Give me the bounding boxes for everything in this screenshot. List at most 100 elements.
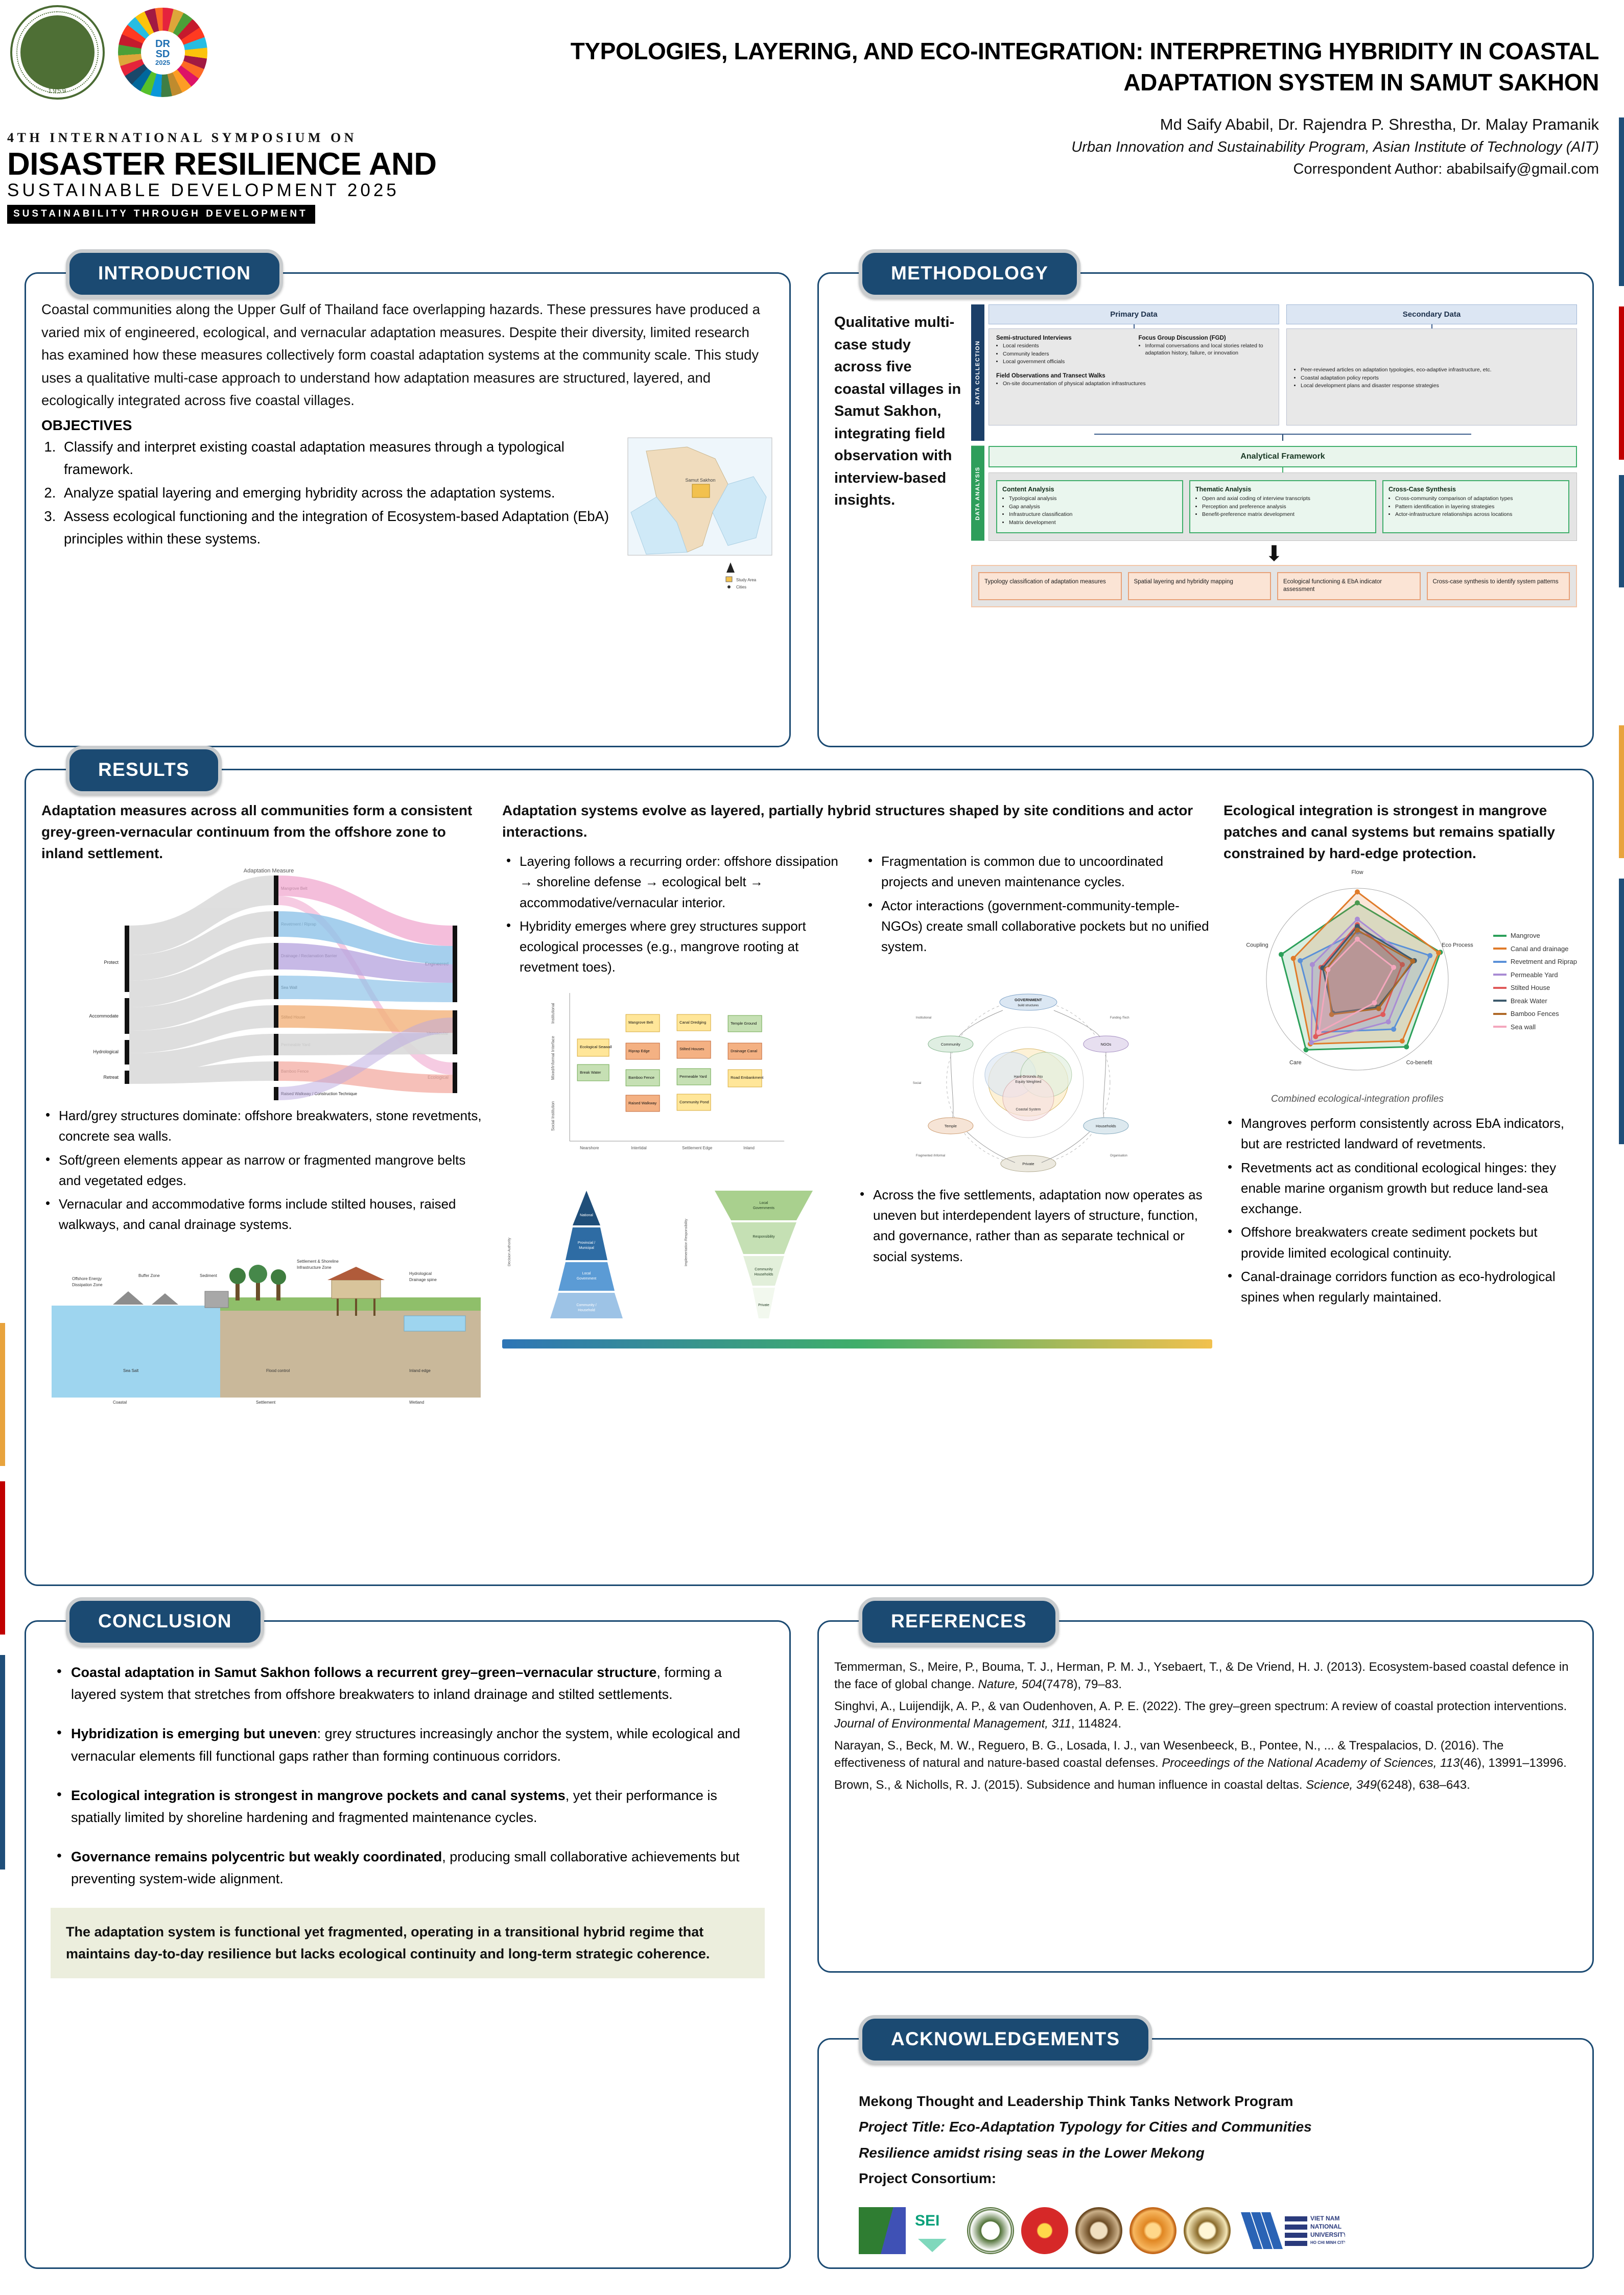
radar-axis-label: Eco Process bbox=[1442, 942, 1473, 948]
reference-text: Temmerman, S., Meire, P., Bouma, T. J., … bbox=[834, 1660, 1569, 1692]
radar-data-point bbox=[1290, 956, 1296, 961]
results-column-2: Adaptation systems evolve as layered, pa… bbox=[502, 800, 1212, 1410]
analysis-card-item: Perception and preference analysis bbox=[1202, 504, 1370, 511]
svg-text:Riprap Edge: Riprap Edge bbox=[628, 1049, 650, 1053]
ack-project-title-line2: Resilience amidst rising seas in the Low… bbox=[859, 2144, 1205, 2161]
radar-data-point bbox=[1354, 924, 1360, 929]
radar-data-point bbox=[1354, 900, 1360, 906]
svg-text:Infrastructure Zone: Infrastructure Zone bbox=[297, 1265, 332, 1270]
svg-text:Dissipation Zone: Dissipation Zone bbox=[72, 1283, 103, 1287]
radar-data-point bbox=[1329, 1012, 1334, 1018]
analysis-card-heading: Thematic Analysis bbox=[1195, 486, 1252, 493]
svg-text:Implementation Responsibility: Implementation Responsibility bbox=[685, 1218, 688, 1266]
output-card: Typology classification of adaptation me… bbox=[978, 572, 1122, 600]
svg-text:build structures: build structures bbox=[1018, 1004, 1039, 1007]
svg-text:Intertidal: Intertidal bbox=[631, 1146, 647, 1150]
edge-accent-strip bbox=[0, 1323, 5, 1466]
sei-network-logo-icon bbox=[859, 2207, 906, 2254]
conclusion-bullet-rest: , producing small collaborative achievem… bbox=[71, 1849, 740, 1887]
radar-data-point bbox=[1380, 1012, 1386, 1018]
radar-legend-item: Sea wall bbox=[1493, 1022, 1577, 1032]
results-tab: RESULTS bbox=[66, 746, 222, 795]
conclusion-highlight-box: The adaptation system is functional yet … bbox=[51, 1907, 765, 1978]
svg-text:Households: Households bbox=[1096, 1124, 1116, 1128]
svg-text:Household: Household bbox=[578, 1309, 595, 1312]
analysis-card-item: Pattern identification in layering strat… bbox=[1395, 504, 1563, 511]
legend-label: Permeable Yard bbox=[1510, 971, 1558, 979]
ack-program: Mekong Thought and Leadership Think Tank… bbox=[859, 2093, 1293, 2109]
drsd-sdg-wheel-icon: DR SD 2025 bbox=[118, 8, 207, 97]
primary-group-item: Informal conversations and local stories… bbox=[1145, 343, 1272, 357]
svg-text:Mangrove Belt: Mangrove Belt bbox=[628, 1020, 653, 1025]
radar-legend-item: Stilted House bbox=[1493, 983, 1577, 993]
references-panel: REFERENCES Temmerman, S., Meire, P., Bou… bbox=[817, 1597, 1594, 1973]
svg-text:Coastal: Coastal bbox=[113, 1400, 127, 1405]
svg-text:National: National bbox=[580, 1214, 593, 1217]
radar-axis-label: Care bbox=[1289, 1060, 1302, 1066]
svg-text:Break Water: Break Water bbox=[580, 1070, 601, 1075]
svg-text:Institutional: Institutional bbox=[551, 1003, 555, 1024]
svg-text:Mixed/Informal Interface: Mixed/Informal Interface bbox=[551, 1035, 555, 1079]
radar-data-point bbox=[1354, 936, 1360, 942]
primary-group-heading: Field Observations and Transect Walks bbox=[996, 372, 1105, 379]
symposium-line2: DISASTER RESILIENCE AND bbox=[7, 147, 437, 182]
radar-data-point bbox=[1308, 1039, 1314, 1045]
symposium-line1: 4TH INTERNATIONAL SYMPOSIUM ON bbox=[7, 130, 357, 145]
analysis-card-item: Open and axial coding of interview trans… bbox=[1202, 495, 1370, 503]
svg-text:Raised Walkway: Raised Walkway bbox=[628, 1101, 656, 1105]
svg-text:Stilted Houses: Stilted Houses bbox=[679, 1047, 704, 1051]
svg-text:Inland edge: Inland edge bbox=[409, 1368, 431, 1373]
radar-data-point bbox=[1325, 967, 1331, 973]
legend-swatch bbox=[1493, 1000, 1507, 1002]
svg-text:Settlement & Shoreline: Settlement & Shoreline bbox=[297, 1259, 339, 1264]
svg-text:Funding /Tech: Funding /Tech bbox=[1110, 1016, 1129, 1020]
radar-axis-label: Flow bbox=[1351, 869, 1363, 876]
svg-text:Temple: Temple bbox=[945, 1124, 957, 1128]
svg-text:Ecological Seawall: Ecological Seawall bbox=[580, 1045, 612, 1049]
results-col1-bullets: Hard/grey structures dominate: offshore … bbox=[41, 1104, 491, 1235]
conclusion-bullet: Ecological integration is strongest in m… bbox=[51, 1783, 765, 1829]
conclusion-bullet: Hybridization is emerging but uneven: gr… bbox=[51, 1721, 765, 1767]
objective-item: Analyze spatial layering and emerging hy… bbox=[60, 482, 619, 504]
radar-legend-item: Bamboo Fences bbox=[1493, 1009, 1577, 1019]
sankey-title: Adaptation Measure bbox=[244, 868, 294, 874]
references-tab: REFERENCES bbox=[859, 1597, 1059, 1646]
svg-text:VIET NAM: VIET NAM bbox=[1310, 2215, 1339, 2222]
output-card: Cross-case synthesis to identify system … bbox=[1426, 572, 1570, 600]
radar-data-point bbox=[1410, 958, 1416, 964]
author-list: Md Saify Ababil, Dr. Rajendra P. Shresth… bbox=[1160, 115, 1599, 134]
conclusion-bullet-bold: Ecological integration is strongest in m… bbox=[71, 1787, 566, 1803]
results-bullet: Layering follows a recurring order: offs… bbox=[502, 850, 851, 913]
analysis-card-item: Actor-infrastructure relationships acros… bbox=[1395, 511, 1563, 518]
governance-network-figure: Hard Grounds /No Equity Weighted Coastal… bbox=[844, 987, 1212, 1179]
radar-data-point bbox=[1404, 1044, 1409, 1050]
objectives-list: Classify and interpret existing coastal … bbox=[60, 436, 619, 592]
results-bullet: Offshore breakwaters create sediment poc… bbox=[1223, 1221, 1577, 1263]
legend-swatch bbox=[1493, 974, 1507, 976]
svg-text:Local: Local bbox=[760, 1201, 768, 1205]
svg-text:Road Embankment: Road Embankment bbox=[731, 1075, 764, 1080]
results-col2-bullets-left: Layering follows a recurring order: offs… bbox=[502, 850, 851, 981]
svg-text:Bamboo Fence: Bamboo Fence bbox=[628, 1075, 654, 1080]
svg-text:Drainage Canal: Drainage Canal bbox=[731, 1049, 757, 1053]
analysis-card: Thematic Analysis Open and axial coding … bbox=[1189, 480, 1376, 533]
radar-legend-item: Canal and drainage bbox=[1493, 944, 1577, 954]
conclusion-bullet-rest: : grey structures increasingly anchor th… bbox=[71, 1726, 740, 1764]
svg-text:Decision Authority: Decision Authority bbox=[508, 1237, 511, 1266]
legend-swatch bbox=[1493, 948, 1507, 950]
objective-item: Assess ecological functioning and the in… bbox=[60, 505, 619, 550]
svg-text:Offshore Energy: Offshore Energy bbox=[72, 1276, 102, 1281]
radar-data-point bbox=[1354, 889, 1360, 895]
svg-text:Private: Private bbox=[1022, 1162, 1034, 1166]
conclusion-bullet-bold: Coastal adaptation in Samut Sakhon follo… bbox=[71, 1665, 657, 1680]
results-bullet: Hard/grey structures dominate: offshore … bbox=[41, 1104, 491, 1147]
svg-text:Settlement Edge: Settlement Edge bbox=[682, 1146, 713, 1150]
svg-text:Hard Grounds /No: Hard Grounds /No bbox=[1014, 1075, 1043, 1079]
analytical-framework-header: Analytical Framework bbox=[988, 446, 1577, 467]
results-col2-bottom-bullets: Across the five settlements, adaptation … bbox=[856, 1184, 1212, 1267]
analysis-card: Content Analysis Typological analysis Ga… bbox=[996, 480, 1183, 533]
svg-text:HO CHI MINH CITY: HO CHI MINH CITY bbox=[1310, 2240, 1345, 2245]
